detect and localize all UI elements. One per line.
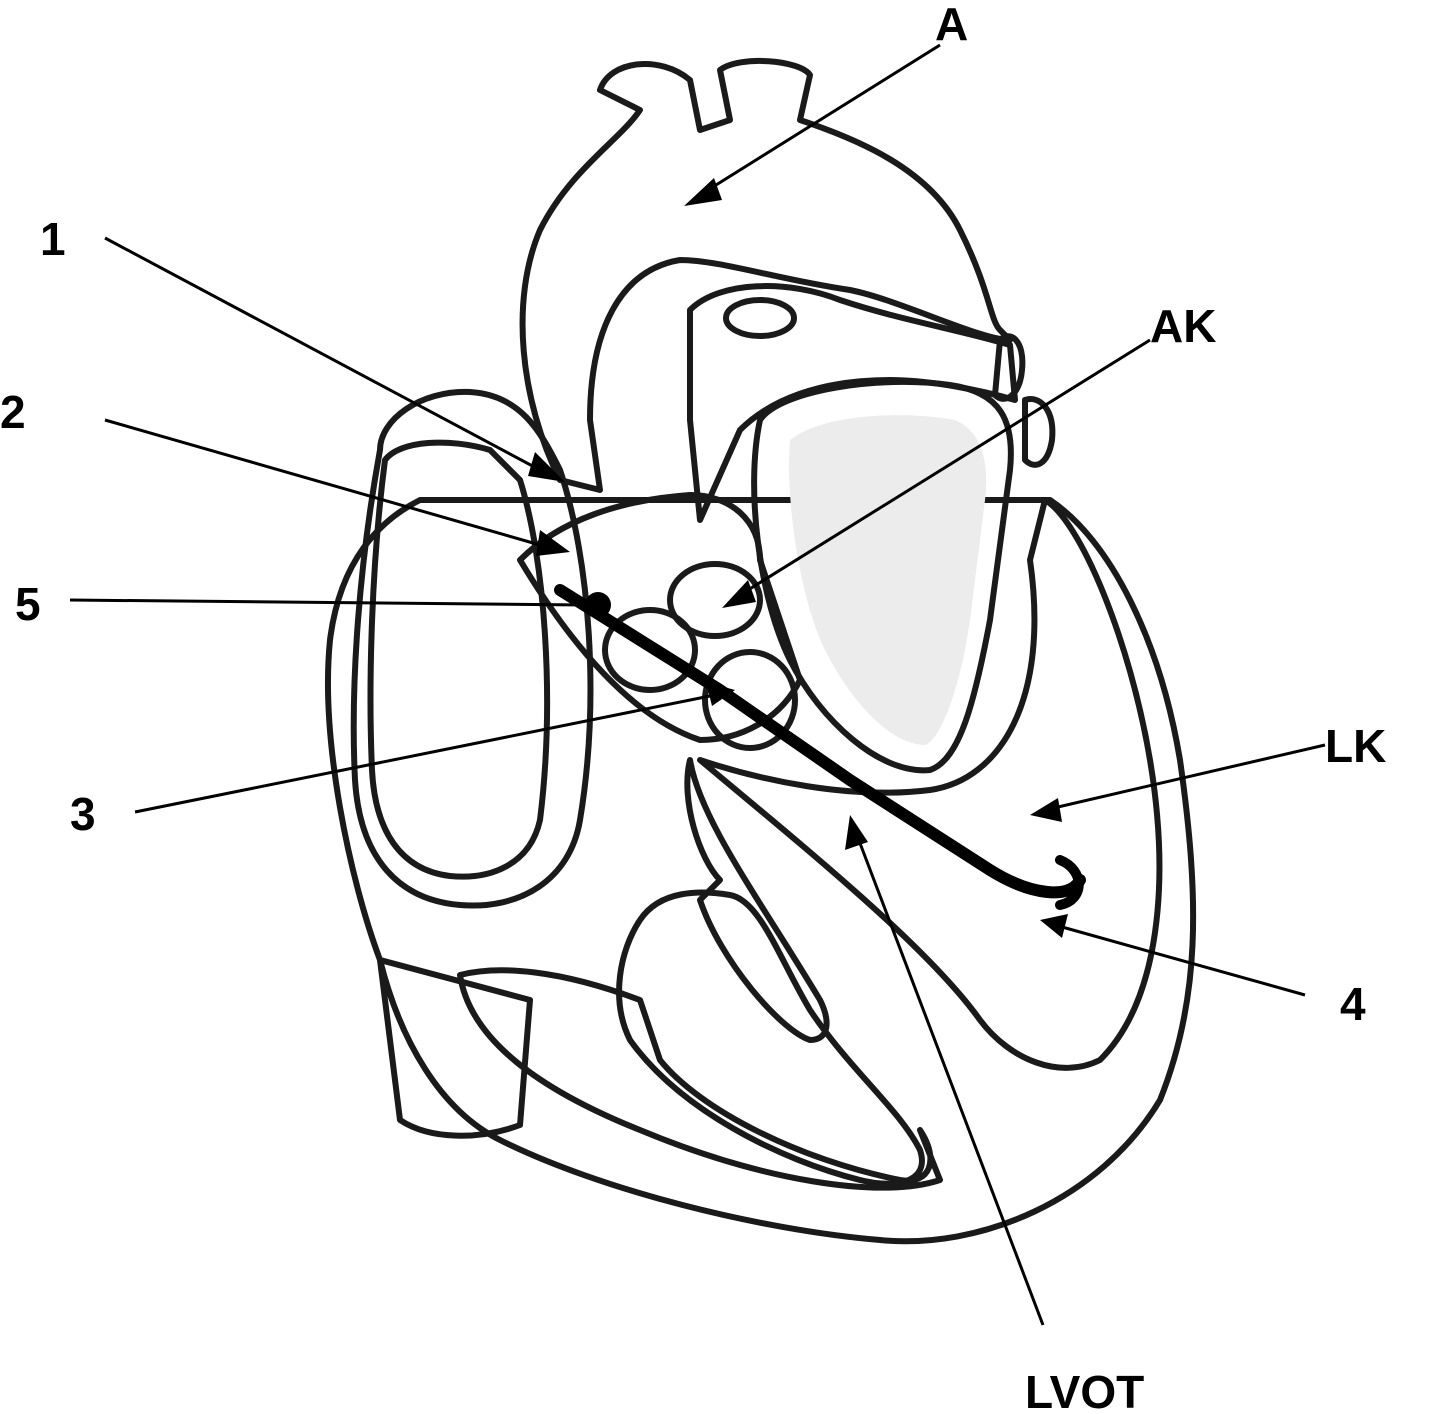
leader-3 [135, 695, 715, 812]
arrowhead-LK [1030, 798, 1062, 822]
leader-A [700, 45, 940, 195]
leader-4 [1055, 925, 1305, 995]
label-A: A [935, 0, 968, 50]
label-5: 5 [15, 578, 41, 630]
arrowhead-4 [1040, 914, 1068, 938]
leader-5 [70, 600, 585, 605]
arrowhead-LVOT [845, 815, 868, 850]
label-1: 1 [40, 213, 66, 265]
leader-2 [105, 420, 540, 545]
label-LK: LK [1325, 720, 1386, 772]
catheter-tip-hook [1060, 860, 1079, 905]
arrowhead-AK [722, 580, 756, 608]
label-LVOT: LVOT [1025, 1366, 1144, 1414]
arrowhead-A [684, 178, 722, 206]
label-3: 3 [70, 788, 96, 840]
left-atrium-chamber [789, 415, 986, 745]
label-4: 4 [1340, 978, 1366, 1030]
label-2: 2 [0, 386, 26, 438]
label-AK: AK [1150, 300, 1216, 352]
aortic-opening [726, 300, 794, 336]
leader-LVOT [855, 830, 1043, 1325]
right-atrium-chamber [371, 443, 548, 877]
leader-1 [105, 238, 540, 470]
